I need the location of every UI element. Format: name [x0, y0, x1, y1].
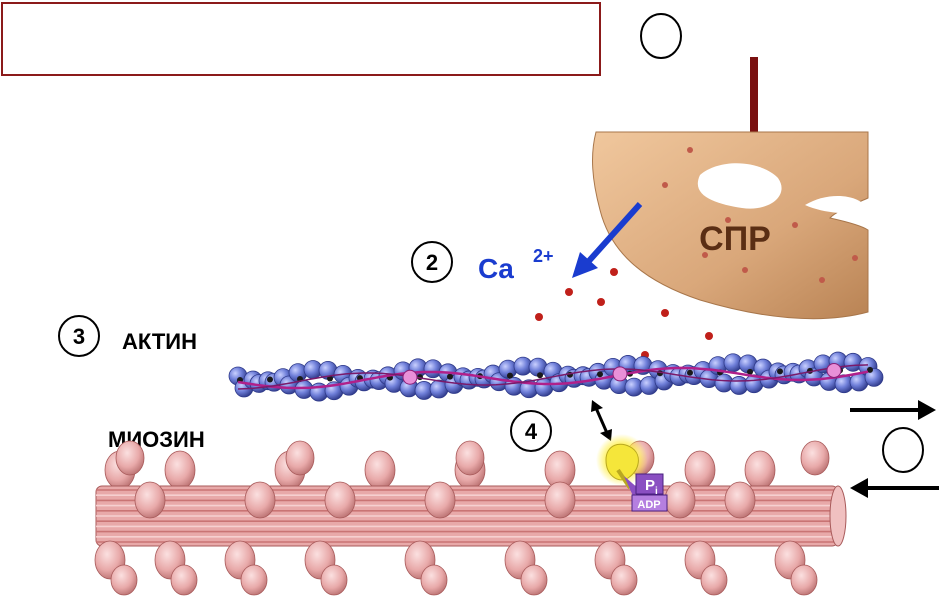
sarcoplasmic-reticulum: СПР	[592, 131, 869, 320]
myosin-head	[790, 564, 818, 596]
step-marker-1	[640, 13, 682, 59]
myosin-head	[800, 440, 830, 476]
step-marker-3: 3	[58, 315, 100, 357]
myosin-end	[829, 485, 847, 547]
title-box	[1, 2, 601, 76]
myosin-head	[244, 481, 276, 519]
calcium-label-text: Ca	[478, 253, 514, 284]
step-marker-5	[882, 427, 924, 473]
myosin-head	[164, 450, 196, 490]
myosin-head	[424, 481, 456, 519]
myosin-head	[664, 481, 696, 519]
sliding-arrows	[850, 400, 939, 498]
actin-binding-site	[687, 369, 693, 376]
active-myosin-head	[596, 434, 648, 490]
actin-binding-site	[447, 373, 453, 380]
actin-binding-site	[597, 371, 603, 378]
step-marker-2: 2	[411, 241, 453, 283]
actin-binding-site	[867, 366, 873, 373]
myosin-head	[700, 564, 728, 596]
calcium-release-arrow	[572, 201, 643, 278]
myosin-filament	[94, 440, 847, 596]
calcium-charge-text: 2+	[533, 246, 554, 266]
calcium-label: Ca 2+	[478, 246, 554, 284]
actin-binding-site	[747, 368, 753, 375]
actin-filament	[228, 351, 884, 402]
actin-binding-site	[777, 368, 783, 375]
step-marker-2-text: 2	[426, 250, 438, 275]
actin-binding-site	[267, 376, 273, 383]
myosin-head	[324, 481, 356, 519]
actin-binding-site	[507, 372, 513, 379]
myosin-head	[110, 564, 138, 596]
myosin-head	[134, 481, 166, 519]
step-marker-4: 4	[510, 410, 552, 452]
myosin-head	[684, 450, 716, 490]
actin-binding-site	[327, 375, 333, 382]
myosin-head	[320, 564, 348, 596]
myosin-head	[520, 564, 548, 596]
step-marker-3-text: 3	[73, 324, 85, 349]
phosphate-sub-text: i	[655, 486, 658, 497]
myosin-head	[744, 450, 776, 490]
step-marker-4-text: 4	[525, 419, 538, 444]
troponin	[612, 366, 628, 382]
myosin-head	[455, 440, 485, 476]
actin-binding-site	[537, 372, 543, 379]
myosin-head	[364, 450, 396, 490]
myosin-head	[115, 440, 145, 476]
binding-arrow	[591, 400, 612, 441]
myosin-head	[544, 481, 576, 519]
phosphate-text: P	[645, 477, 655, 494]
myosin-head	[610, 564, 638, 596]
troponin	[402, 369, 418, 385]
actin-label: АКТИН	[122, 329, 197, 354]
myosin-head	[170, 564, 198, 596]
tropomyosin-strand	[237, 366, 869, 390]
adp-text: ADP	[637, 499, 660, 511]
spr-label: СПР	[699, 220, 771, 258]
troponin	[826, 362, 842, 378]
tropomyosin-strand	[237, 364, 869, 390]
myosin-head	[420, 564, 448, 596]
myosin-head	[724, 481, 756, 519]
phosphate-adp-tag: P i ADP	[624, 473, 668, 512]
myosin-head	[240, 564, 268, 596]
myosin-head	[285, 440, 315, 476]
